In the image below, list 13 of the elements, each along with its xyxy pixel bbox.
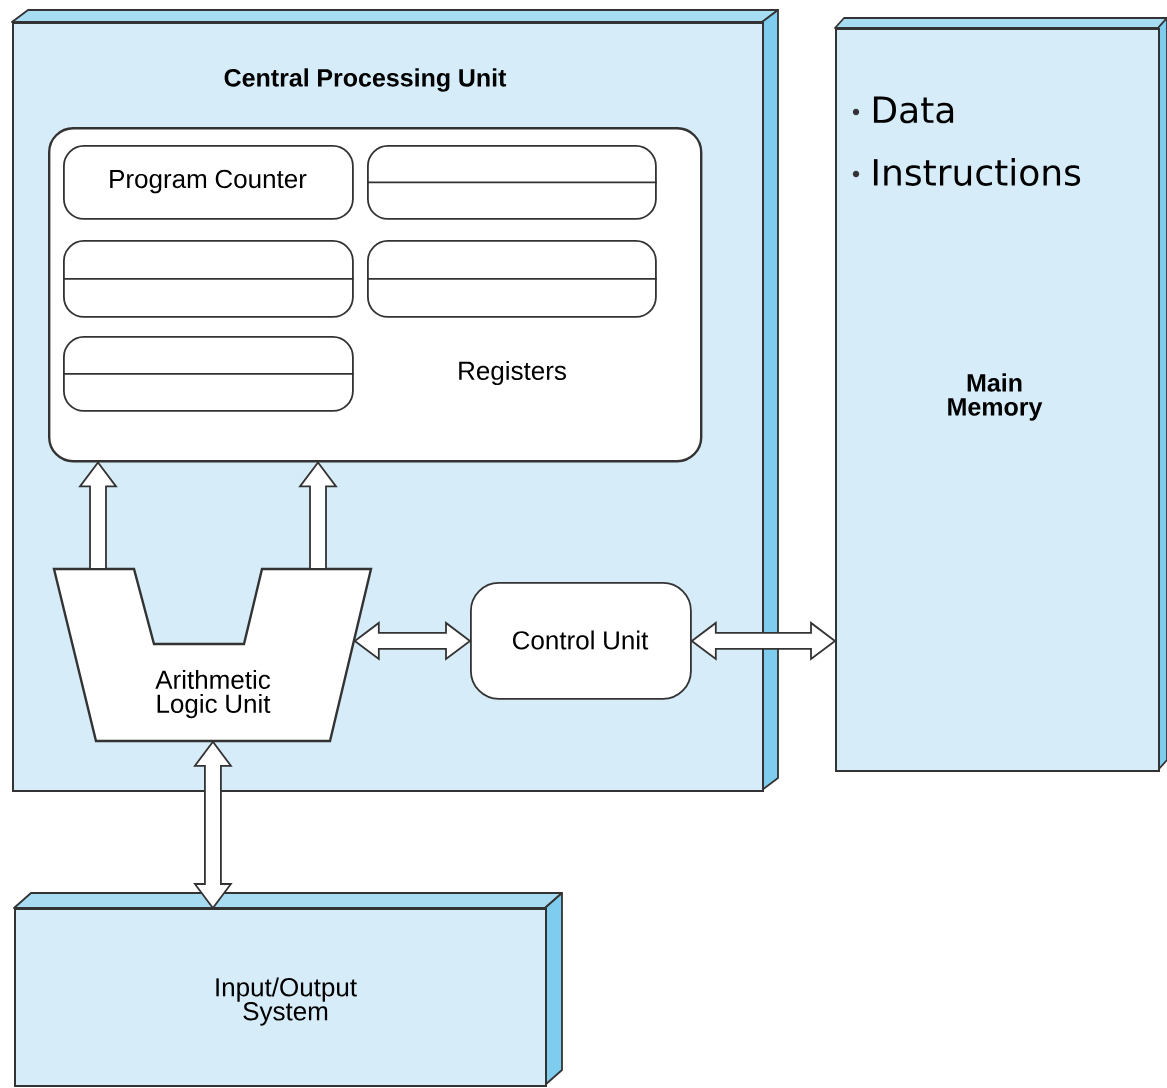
memory-box: Data Instructions Main Memory (834, 17, 1167, 772)
register-box (62, 240, 355, 318)
control-unit-box: Control Unit (470, 582, 692, 700)
block-arrow (298, 460, 338, 570)
register-box (62, 336, 355, 412)
block-arrow (353, 621, 472, 661)
register-box (366, 145, 658, 220)
block-arrow (690, 621, 837, 661)
block-arrow (193, 740, 233, 910)
block-arrow (78, 460, 118, 570)
register-box (366, 240, 658, 318)
io-box: Input/Output System (13, 892, 563, 1087)
register-box: Program Counter (63, 145, 354, 220)
